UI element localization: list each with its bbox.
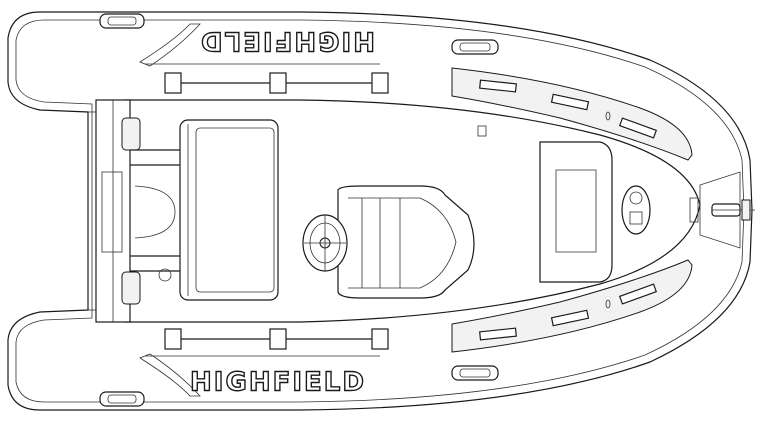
rope-rail-bottom [164,328,389,350]
deck-fitting [477,125,487,137]
rear-locker [134,185,176,239]
rope-rail-top [164,72,389,94]
drain-plug [158,268,172,282]
bow-bracket [699,171,741,249]
transom-knee-bottom [121,271,141,305]
rear-handle-top [99,13,145,29]
bow-handle-bottom [451,365,499,381]
brand-text-port: HIGHFIELD [199,26,375,56]
transom-plate [101,171,123,253]
transom-knee-top [121,117,141,151]
brand-text-starboard: HIGHFIELD [190,368,366,398]
rear-bench-seat [179,119,279,301]
bow-eye [689,197,699,223]
console-seat [337,185,475,299]
steering-wheel-icon [302,214,348,272]
bow-handle-top [451,39,499,55]
hull-inner-outline [15,19,745,403]
fuel-cap-icon [621,185,651,235]
bow-locker [539,141,613,283]
hull-outline [7,11,753,411]
brand-swoosh-bottom [139,353,201,397]
bow-cleat-icon [711,199,755,221]
rear-handle-bottom [99,391,145,407]
brand-swoosh-top [139,23,201,67]
